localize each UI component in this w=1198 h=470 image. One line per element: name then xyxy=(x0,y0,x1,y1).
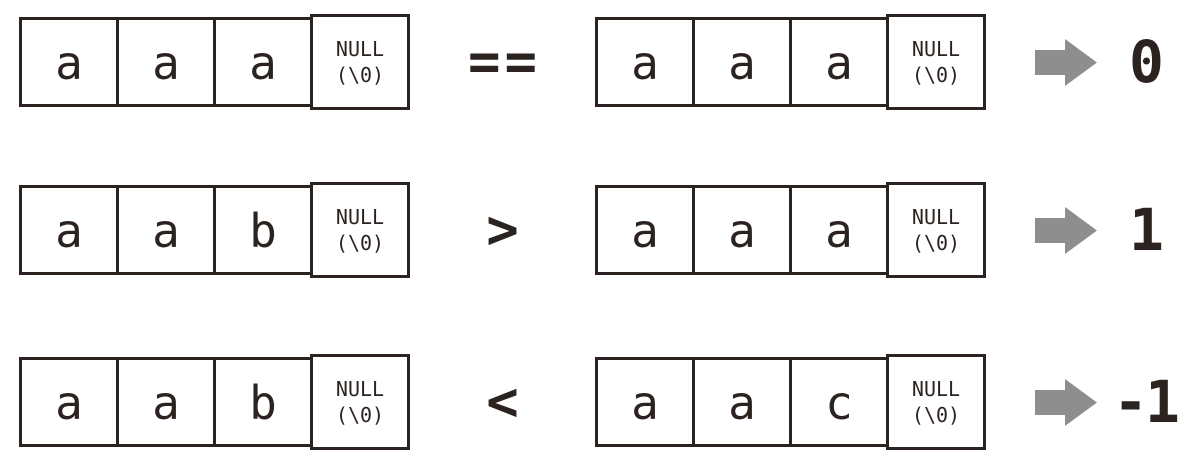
null-terminator-cell: NULL (\0) xyxy=(886,182,986,278)
null-escape-label: (\0) xyxy=(335,63,385,87)
result-value: 0 xyxy=(1129,28,1164,96)
null-terminator-cell: NULL (\0) xyxy=(310,14,410,110)
null-terminator-cell: NULL (\0) xyxy=(310,182,410,278)
char-cell: a xyxy=(692,357,792,447)
null-label: NULL xyxy=(911,205,961,229)
char-cell: a xyxy=(116,357,216,447)
char-cell: a xyxy=(19,17,119,107)
null-escape-label: (\0) xyxy=(335,403,385,427)
comparison-operator: == xyxy=(467,30,542,93)
left-string-array: a a b NULL (\0) xyxy=(19,354,410,450)
char-cell: a xyxy=(595,17,695,107)
right-arrow-icon xyxy=(1035,206,1097,254)
null-terminator-cell: NULL (\0) xyxy=(886,14,986,110)
char-cell: a xyxy=(595,185,695,275)
char-cell: a xyxy=(19,185,119,275)
comparison-operator: > xyxy=(486,198,519,261)
left-string-array: a a a NULL (\0) xyxy=(19,14,410,110)
char-cell: a xyxy=(789,185,889,275)
null-label: NULL xyxy=(911,377,961,401)
char-cell: a xyxy=(19,357,119,447)
null-label: NULL xyxy=(911,37,961,61)
null-label: NULL xyxy=(335,205,385,229)
null-escape-label: (\0) xyxy=(911,403,961,427)
null-terminator-cell: NULL (\0) xyxy=(886,354,986,450)
comparison-operator: < xyxy=(486,370,519,433)
char-cell: a xyxy=(116,185,216,275)
char-cell: a xyxy=(692,185,792,275)
right-string-array: a a c NULL (\0) xyxy=(595,354,986,450)
null-escape-label: (\0) xyxy=(911,63,961,87)
char-cell: b xyxy=(213,185,313,275)
null-escape-label: (\0) xyxy=(911,231,961,255)
char-cell: a xyxy=(789,17,889,107)
right-string-array: a a a NULL (\0) xyxy=(595,182,986,278)
char-cell: c xyxy=(789,357,889,447)
char-cell: a xyxy=(213,17,313,107)
comparison-row-1: a a a NULL (\0) == a a a NULL (\0) 0 xyxy=(0,14,1198,110)
comparison-row-3: a a b NULL (\0) < a a c NULL (\0) -1 xyxy=(0,354,1198,450)
result-value: -1 xyxy=(1113,368,1180,436)
char-cell: a xyxy=(595,357,695,447)
result-value: 1 xyxy=(1129,196,1164,264)
char-cell: a xyxy=(692,17,792,107)
comparison-row-2: a a b NULL (\0) > a a a NULL (\0) 1 xyxy=(0,182,1198,278)
right-arrow-icon xyxy=(1035,38,1097,86)
char-cell: a xyxy=(116,17,216,107)
right-arrow-icon xyxy=(1035,378,1097,426)
null-escape-label: (\0) xyxy=(335,231,385,255)
char-cell: b xyxy=(213,357,313,447)
null-label: NULL xyxy=(335,37,385,61)
null-terminator-cell: NULL (\0) xyxy=(310,354,410,450)
right-string-array: a a a NULL (\0) xyxy=(595,14,986,110)
left-string-array: a a b NULL (\0) xyxy=(19,182,410,278)
null-label: NULL xyxy=(335,377,385,401)
